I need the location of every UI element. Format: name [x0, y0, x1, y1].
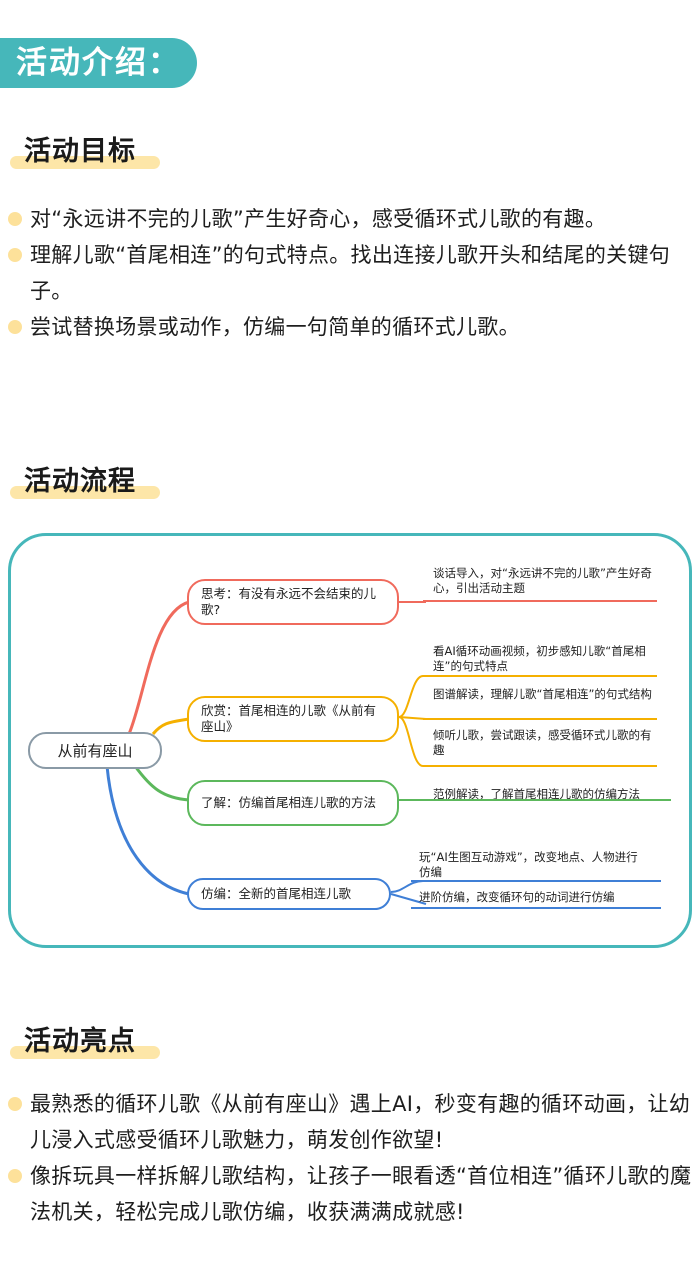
goal-item-text: 尝试替换场景或动作，仿编一句简单的循环式儿歌。: [30, 315, 520, 339]
leaf-text: 看AI循环动画视频，初步感知儿歌“首尾相连”的句式特点: [433, 644, 646, 673]
intro-badge: 活动介绍：: [0, 38, 197, 88]
leaf-text: 图谱解读，理解儿歌“首尾相连”的句式结构: [433, 687, 652, 701]
leaf-underline: [411, 907, 661, 909]
highlight-item: 像拆玩具一样拆解儿歌结构，让孩子一眼看透“首位相连”循环儿歌的魔法机关，轻松完成…: [8, 1158, 696, 1230]
leaf-text: 进阶仿编，改变循环句的动词进行仿编: [419, 890, 615, 904]
goal-item: 对“永远讲不完的儿歌”产生好奇心，感受循环式儿歌的有趣。: [8, 201, 696, 237]
highlights-heading-text: 活动亮点: [24, 1026, 136, 1057]
leaf-text: 范例解读，了解首尾相连儿歌的仿编方法: [433, 787, 640, 801]
goal-item-text: 对“永远讲不完的儿歌”产生好奇心，感受循环式儿歌的有趣。: [30, 207, 607, 231]
leaf-underline: [423, 675, 657, 677]
highlights-list: 最熟悉的循环儿歌《从前有座山》遇上AI，秒变有趣的循环动画，让幼儿浸入式感受循环…: [8, 1086, 696, 1230]
leaf-underline: [423, 799, 671, 801]
branch-node-think: 思考：有没有永远不会结束的儿歌?: [187, 579, 399, 625]
bullet-dot-icon: [8, 320, 22, 334]
highlight-item-text: 最熟悉的循环儿歌《从前有座山》遇上AI，秒变有趣的循环动画，让幼儿浸入式感受循环…: [30, 1092, 691, 1152]
process-heading-text: 活动流程: [24, 466, 136, 497]
goal-item-text: 理解儿歌“首尾相连”的句式特点。找出连接儿歌开头和结尾的关键句子。: [30, 243, 671, 303]
branch-connector-think: [127, 600, 190, 735]
leaf-underline: [423, 600, 657, 602]
leaf-text: 谈话导入，对“永远讲不完的儿歌”产生好奇心，引出活动主题: [433, 566, 652, 595]
bullet-dot-icon: [8, 248, 22, 262]
leaf-underline: [411, 880, 661, 882]
branch-connector-create: [105, 765, 190, 896]
leaf-underline: [423, 718, 657, 720]
goals-heading: 活动目标: [10, 132, 160, 172]
highlights-heading: 活动亮点: [10, 1022, 160, 1062]
leaf-underline: [423, 765, 657, 767]
bullet-dot-icon: [8, 1097, 22, 1111]
goal-item: 尝试替换场景或动作，仿编一句简单的循环式儿歌。: [8, 309, 696, 345]
branch-node-appreciate: 欣赏：首尾相连的儿歌《从前有座山》: [187, 696, 399, 742]
leaf-text: 倾听儿歌，尝试跟读，感受循环式儿歌的有趣: [433, 728, 652, 757]
bullet-dot-icon: [8, 212, 22, 226]
leaf-text: 玩“AI生图互动游戏”，改变地点、人物进行仿编: [419, 850, 638, 879]
goal-item: 理解儿歌“首尾相连”的句式特点。找出连接儿歌开头和结尾的关键句子。: [8, 237, 696, 309]
heading-highlight: [10, 1046, 160, 1059]
mindmap-connectors: [105, 600, 427, 905]
branch-node-create: 仿编：全新的首尾相连儿歌: [187, 878, 391, 910]
heading-highlight: [10, 486, 160, 499]
mindmap-frame: 从前有座山 思考：有没有永远不会结束的儿歌? 欣赏：首尾相连的儿歌《从前有座山》…: [8, 533, 692, 948]
bullet-dot-icon: [8, 1169, 22, 1183]
mindmap-root: 从前有座山: [28, 732, 162, 769]
process-heading: 活动流程: [10, 462, 160, 502]
goals-list: 对“永远讲不完的儿歌”产生好奇心，感受循环式儿歌的有趣。 理解儿歌“首尾相连”的…: [8, 201, 696, 345]
branch-connector-appreciate: [151, 717, 190, 735]
highlight-item: 最熟悉的循环儿歌《从前有座山》遇上AI，秒变有趣的循环动画，让幼儿浸入式感受循环…: [8, 1086, 696, 1158]
goals-heading-text: 活动目标: [24, 136, 136, 167]
heading-highlight: [10, 156, 160, 169]
branch-connector-understand: [133, 765, 190, 802]
highlight-item-text: 像拆玩具一样拆解儿歌结构，让孩子一眼看透“首位相连”循环儿歌的魔法机关，轻松完成…: [30, 1164, 692, 1224]
branch-node-understand: 了解：仿编首尾相连儿歌的方法: [187, 780, 399, 826]
